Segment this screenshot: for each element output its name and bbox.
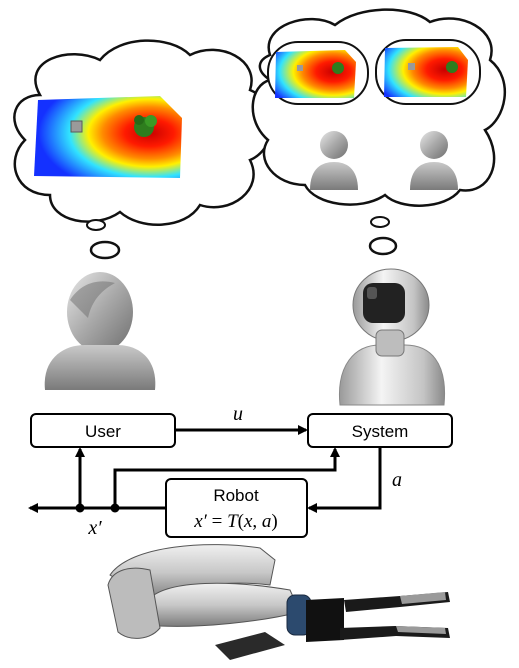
edge-label-u: u bbox=[233, 403, 243, 425]
arrow-system-to-robot bbox=[307, 447, 382, 513]
system-thought-cloud bbox=[251, 8, 507, 256]
junction-dot bbox=[110, 503, 120, 513]
thought-bubble-small bbox=[368, 236, 398, 256]
user-thought-cloud bbox=[13, 39, 274, 260]
thought-bubble-tiny bbox=[370, 216, 390, 228]
edge-label-a: a bbox=[392, 469, 402, 491]
gray-cube-icon bbox=[297, 65, 303, 71]
robot-equation: x′ = T(x, a) bbox=[193, 511, 277, 532]
system-box-label: System bbox=[352, 422, 409, 441]
heatmap-small-1 bbox=[275, 50, 356, 98]
green-object-icon bbox=[332, 62, 344, 74]
person-silhouette-icon bbox=[310, 131, 358, 190]
gray-cube-icon bbox=[408, 63, 415, 70]
gray-cube-icon bbox=[70, 120, 83, 133]
person-silhouette-icon bbox=[410, 131, 458, 190]
user-box-label: User bbox=[85, 422, 121, 441]
robot-avatar-icon bbox=[338, 268, 446, 406]
green-object-icon bbox=[134, 115, 157, 137]
user-avatar bbox=[44, 272, 156, 390]
robot-box-label: Robot bbox=[213, 486, 259, 505]
thought-bubble-small bbox=[89, 240, 121, 260]
junction-dot bbox=[75, 503, 85, 513]
heatmap-large bbox=[34, 96, 182, 178]
robot-arm-gripper-icon bbox=[107, 544, 450, 660]
heatmap-small-2 bbox=[384, 47, 468, 97]
edge-label-x-prime: x′ bbox=[87, 517, 102, 539]
arrow-feedback-to-system bbox=[113, 447, 340, 508]
green-object-icon bbox=[446, 61, 458, 73]
thought-bubble-tiny bbox=[86, 219, 106, 231]
